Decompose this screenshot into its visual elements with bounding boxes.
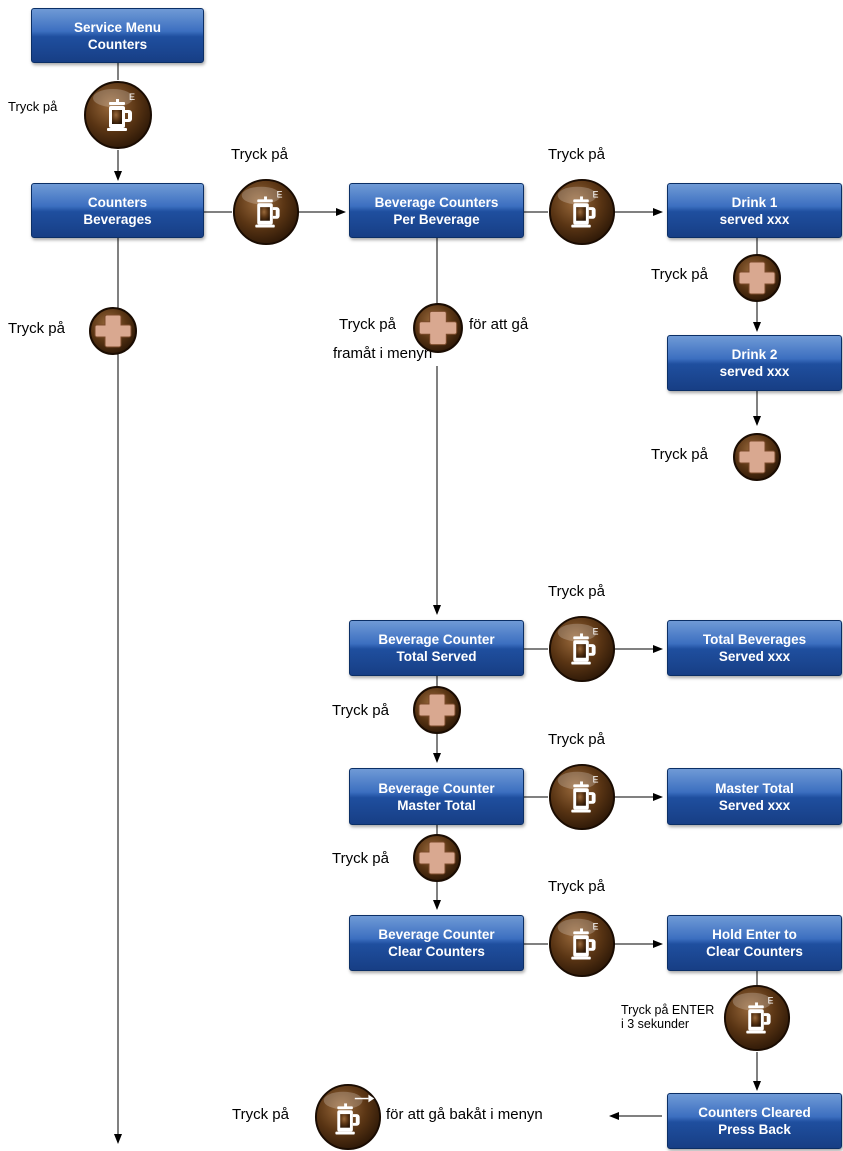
enter-button-icon[interactable]: E: [548, 178, 616, 246]
service-menu-counters-box: Service Menu Counters: [31, 8, 204, 63]
enter-hold-label-line2: i 3 sekunder: [621, 1017, 690, 1031]
svg-text:E: E: [277, 189, 283, 199]
press-label: Tryck på: [232, 1106, 289, 1123]
counters-cleared-press-back-box: Counters Cleared Press Back: [667, 1093, 842, 1149]
beverage-counter-total-served-box: Beverage Counter Total Served: [349, 620, 524, 676]
box-line-2: Served xxx: [718, 797, 791, 813]
total-beverages-served-box: Total Beverages Served xxx: [667, 620, 842, 676]
plus-button-icon[interactable]: [732, 432, 782, 482]
box-line-2: Press Back: [718, 1122, 791, 1137]
box-line-2: Counters: [87, 36, 148, 52]
back-suffix-label: för att gå bakåt i menyn: [386, 1106, 543, 1123]
box-line-1: Beverage Counter: [378, 927, 495, 942]
press-label: Tryck på: [651, 446, 708, 463]
box-line-2: Served xxx: [718, 649, 791, 664]
counters-beverages-box: Counters Beverages: [31, 183, 204, 238]
press-label: Tryck på: [548, 878, 605, 895]
box-line-2: Clear Counters: [388, 944, 485, 959]
box-line-2: Clear Counters: [706, 944, 803, 959]
enter-button-icon[interactable]: E: [548, 910, 616, 978]
box-line-1: Total Beverages: [702, 632, 807, 647]
enter-hold-label-line1: Tryck på ENTER: [621, 1003, 715, 1017]
press-label: Tryck på: [231, 146, 288, 163]
svg-text:E: E: [593, 921, 599, 931]
box-line-1: Master Total: [715, 780, 794, 796]
box-line-1: Beverage Counters: [374, 194, 499, 210]
box-line-2: Beverages: [83, 211, 152, 227]
beverage-counter-clear-counters-box: Beverage Counter Clear Counters: [349, 915, 524, 971]
forward-suffix-label: för att gå: [469, 316, 529, 333]
box-line-1: Service Menu: [73, 19, 162, 35]
box-line-2: Total Served: [396, 649, 477, 664]
hold-enter-clear-counters-box: Hold Enter to Clear Counters: [667, 915, 842, 971]
drink-1-box: Drink 1 served xxx: [667, 183, 842, 238]
beverage-counter-master-total-box: Beverage Counter Master Total: [349, 768, 524, 825]
box-line-1: Beverage Counter: [378, 632, 495, 647]
box-line-2: Master Total: [397, 797, 476, 813]
box-line-1: Counters Cleared: [698, 1105, 811, 1120]
enter-button-icon[interactable]: E: [548, 615, 616, 683]
press-label: Tryck på: [548, 146, 605, 163]
svg-text:E: E: [593, 774, 599, 784]
enter-button-icon[interactable]: E: [723, 984, 791, 1052]
press-label: Tryck på: [339, 316, 396, 333]
box-line-2: served xxx: [719, 211, 790, 227]
plus-button-icon[interactable]: [412, 302, 464, 354]
press-label: Tryck på: [332, 702, 389, 719]
plus-button-icon[interactable]: [732, 253, 782, 303]
plus-button-icon[interactable]: [412, 833, 462, 883]
back-button-icon[interactable]: [314, 1083, 382, 1151]
box-line-1: Drink 1: [731, 194, 778, 210]
press-label: Tryck på: [548, 583, 605, 600]
enter-button-icon[interactable]: E: [83, 80, 153, 150]
plus-button-icon[interactable]: [88, 306, 138, 356]
box-line-1: Beverage Counter: [378, 780, 495, 796]
enter-button-icon[interactable]: E: [548, 763, 616, 831]
box-line-2: served xxx: [719, 364, 790, 379]
press-label: Tryck på: [651, 266, 708, 283]
box-line-1: Counters: [87, 194, 148, 210]
press-label: Tryck på: [8, 320, 65, 337]
box-line-1: Hold Enter to: [712, 927, 797, 942]
plus-button-icon[interactable]: [412, 685, 462, 735]
press-label: Tryck på: [332, 850, 389, 867]
svg-text:E: E: [593, 189, 599, 199]
box-line-2: Per Beverage: [393, 211, 480, 227]
enter-button-icon[interactable]: E: [232, 178, 300, 246]
svg-text:E: E: [129, 92, 135, 102]
svg-text:E: E: [593, 626, 599, 636]
forward-line2-label: framåt i menyn: [333, 345, 433, 362]
master-total-served-box: Master Total Served xxx: [667, 768, 842, 825]
drink-2-box: Drink 2 served xxx: [667, 335, 842, 391]
box-line-1: Drink 2: [731, 347, 778, 362]
beverage-counters-per-beverage-box: Beverage Counters Per Beverage: [349, 183, 524, 238]
press-label: Tryck på: [548, 731, 605, 748]
svg-text:E: E: [768, 995, 774, 1005]
press-label: Tryck på: [8, 99, 58, 114]
